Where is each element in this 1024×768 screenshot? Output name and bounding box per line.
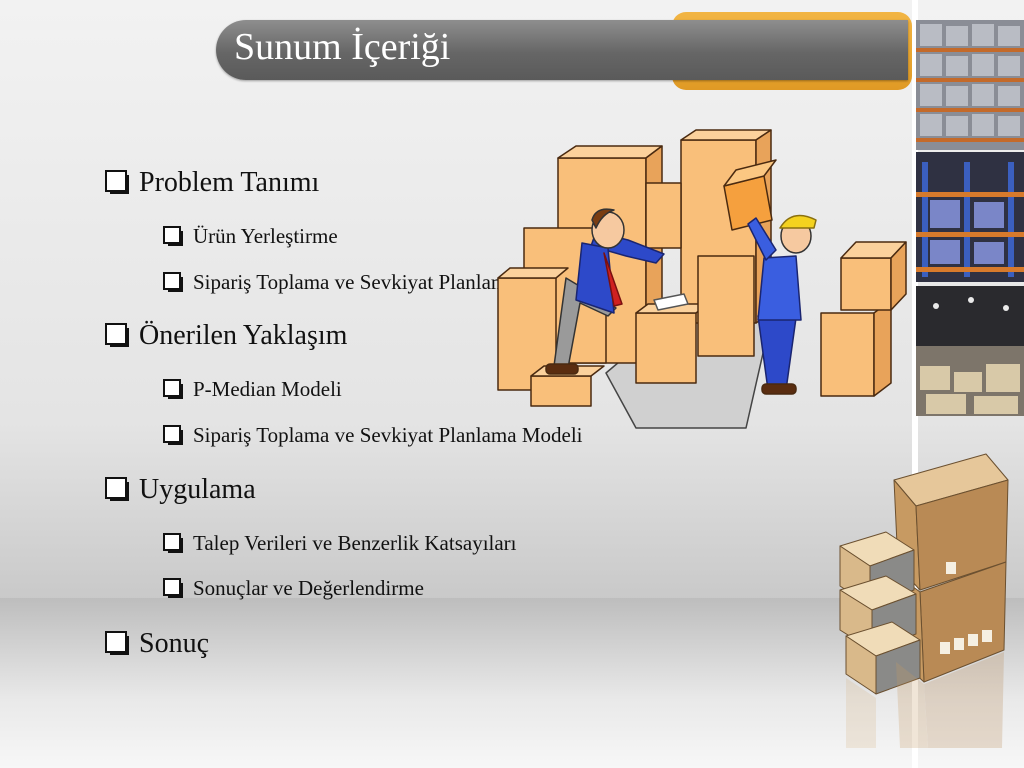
checkbox-bullet-icon [163,425,183,445]
checkbox-bullet-icon [163,533,183,553]
photo-divider [912,0,918,768]
item-siparis-modeli: Sipariş Toplama ve Sevkiyat Planlama Mod… [163,423,583,448]
item-urun-yerlestirme: Ürün Yerleştirme [163,224,338,249]
checkbox-bullet-icon [163,272,183,292]
checkbox-bullet-icon [105,170,129,194]
section-problem: Problem Tanımı [105,167,319,199]
checkbox-bullet-icon [105,477,129,501]
section-uygulama: Uygulama [105,474,256,506]
item-sonuclar: Sonuçlar ve Değerlendirme [163,576,424,601]
section-onerilen-yaklasim: Önerilen Yaklaşım [105,320,347,352]
checkbox-bullet-icon [105,323,129,347]
checkbox-bullet-icon [105,631,129,655]
warehouse-photo-shelves [916,20,1024,150]
item-p-median: P-Median Modeli [163,377,342,402]
section-sonuc: Sonuç [105,628,209,660]
warehouse-photo-racks [916,152,1024,282]
item-siparis-toplama: Sipariş Toplama ve Sevkiyat Planlama [163,270,517,295]
title-bar [216,20,908,80]
checkbox-bullet-icon [163,226,183,246]
warehouse-photo-floor [916,286,1024,416]
checkbox-bullet-icon [163,379,183,399]
workers-boxes-clipart [496,128,908,438]
cardboard-boxes-decoration [836,450,1024,755]
slide-title: Sunum İçeriği [234,26,451,68]
checkbox-bullet-icon [163,578,183,598]
item-talep-verileri: Talep Verileri ve Benzerlik Katsayıları [163,531,517,556]
